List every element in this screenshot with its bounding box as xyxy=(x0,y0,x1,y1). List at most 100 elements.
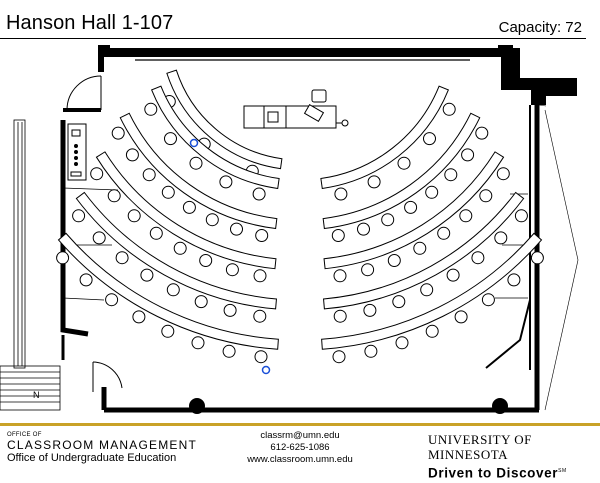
seat xyxy=(481,293,495,307)
university-block: UNIVERSITY OF MINNESOTA Driven to Discov… xyxy=(428,432,593,483)
seat xyxy=(111,126,125,140)
seat xyxy=(494,231,508,245)
column-left xyxy=(189,398,205,414)
seat xyxy=(219,175,233,189)
seat xyxy=(404,200,418,214)
seat xyxy=(191,336,205,350)
seat xyxy=(361,263,375,277)
table-row xyxy=(322,112,481,230)
seat xyxy=(392,295,406,309)
seat xyxy=(127,209,141,223)
service-mark: SM xyxy=(558,468,567,474)
seat xyxy=(149,226,163,240)
seat xyxy=(454,310,468,324)
seat xyxy=(387,254,401,267)
seat xyxy=(471,251,485,265)
seat xyxy=(413,241,427,255)
seat xyxy=(72,209,86,223)
accessible-seat-icon xyxy=(261,365,271,375)
table-row xyxy=(95,151,277,270)
dept-prefix: OFFICE OF xyxy=(7,432,42,438)
window-lines xyxy=(538,104,579,411)
seat xyxy=(105,293,119,307)
seat xyxy=(507,273,521,287)
seat xyxy=(425,185,439,199)
table-row xyxy=(320,85,450,190)
seat xyxy=(142,168,156,182)
seat xyxy=(161,185,175,199)
seat xyxy=(125,148,139,162)
seat xyxy=(425,324,439,338)
seat xyxy=(161,324,175,338)
seat xyxy=(475,126,489,140)
seat xyxy=(253,269,267,283)
seat xyxy=(173,241,187,255)
seat xyxy=(496,167,510,181)
top-wall xyxy=(104,48,504,54)
seat xyxy=(364,344,378,358)
seat xyxy=(182,200,196,214)
rear-door-swing xyxy=(92,361,123,389)
seat xyxy=(199,254,213,267)
seat xyxy=(189,156,203,170)
table-row xyxy=(119,112,278,230)
seat xyxy=(367,175,381,189)
header: Hanson Hall 1-107 Capacity: 72 xyxy=(0,0,600,40)
seat xyxy=(333,269,347,283)
column-right xyxy=(492,398,508,414)
exterior-stairs xyxy=(0,119,61,411)
right-angled-wall xyxy=(485,299,531,369)
page-title: Hanson Hall 1-107 xyxy=(6,12,174,34)
front-door-swing xyxy=(66,75,102,111)
table-row xyxy=(150,85,280,190)
left-inner-wall xyxy=(60,120,89,337)
seat xyxy=(363,303,377,317)
seat xyxy=(333,309,347,323)
seat xyxy=(225,263,239,277)
seat xyxy=(115,251,129,265)
seat xyxy=(222,344,236,358)
seat xyxy=(164,132,177,146)
seat xyxy=(56,251,70,265)
floor-plan: N xyxy=(0,45,579,414)
seat xyxy=(140,268,154,282)
accessible-seat-icon xyxy=(189,138,199,148)
seat xyxy=(334,187,348,201)
contact-email[interactable]: classrm@umn.edu xyxy=(260,430,340,441)
seat xyxy=(223,303,237,317)
seat xyxy=(90,167,104,181)
seat xyxy=(381,213,395,227)
seat xyxy=(331,229,345,242)
equipment-rack xyxy=(67,123,87,181)
seat xyxy=(253,309,267,323)
seat xyxy=(479,189,493,203)
table-row xyxy=(323,151,505,270)
seat xyxy=(252,187,266,201)
contact-website[interactable]: www.classroom.umn.edu xyxy=(247,454,353,465)
seat xyxy=(530,251,544,265)
seat xyxy=(446,268,460,282)
dept-subtitle: Office of Undergraduate Education xyxy=(7,452,177,464)
seat xyxy=(423,132,436,146)
university-tagline: Driven to DiscoverSM xyxy=(428,462,593,483)
right-wall-block xyxy=(501,48,577,105)
seat xyxy=(194,295,208,309)
table-row xyxy=(57,232,279,350)
seat xyxy=(92,231,106,245)
north-label: N xyxy=(33,390,40,400)
seat xyxy=(205,213,219,227)
table-row xyxy=(321,232,543,350)
instructor-station xyxy=(243,89,349,129)
seat xyxy=(332,350,346,364)
seat xyxy=(144,102,158,116)
seat xyxy=(254,350,268,364)
table-row xyxy=(75,191,278,310)
seat xyxy=(397,156,411,170)
seat xyxy=(107,189,121,203)
footer-divider xyxy=(0,423,600,426)
table-row xyxy=(166,69,283,170)
table-row xyxy=(322,191,525,310)
seat xyxy=(514,209,528,223)
department-block: OFFICE OF CLASSROOM MANAGEMENT Office of… xyxy=(7,432,197,466)
contact-block: classrm@umn.edu 612-625-1086 www.classro… xyxy=(240,430,360,466)
